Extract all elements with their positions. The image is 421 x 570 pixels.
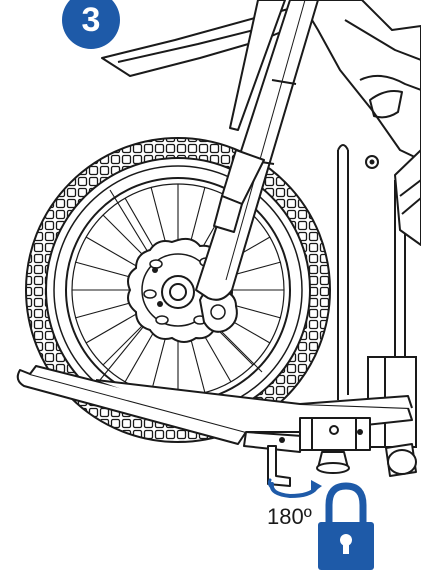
bike-body [101,0,421,246]
rotate-arrow-icon [267,478,322,499]
padlock-icon [318,482,374,570]
wheel-chock-tray [16,365,417,487]
rotation-angle-label: 180º [267,504,312,529]
front-fork [195,0,319,301]
step-badge [62,0,120,49]
step-number: 3 [81,1,101,39]
